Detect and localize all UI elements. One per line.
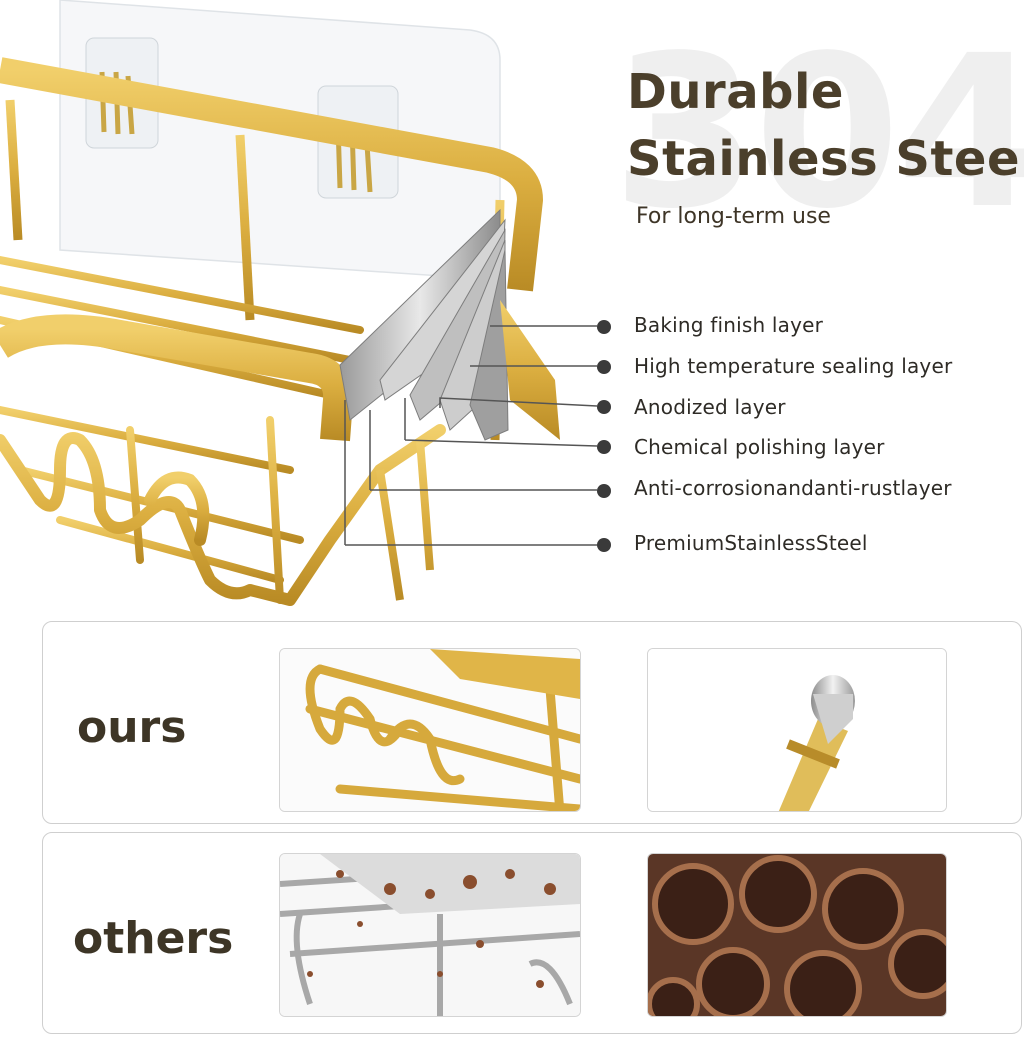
layer-label-anodized: Anodized layer (634, 395, 786, 419)
bullet-dot (597, 360, 611, 374)
back-rail (0, 57, 543, 292)
layer-label-premium-steel: PremiumStainlessSteel (634, 531, 868, 555)
ours-tube-closeup (647, 648, 947, 812)
label-others: others (73, 913, 234, 964)
layer-label-high-temp-sealing: High temperature sealing layer (634, 354, 953, 378)
heading-line-1: Durable (627, 64, 844, 120)
rusty-pipes-image (648, 854, 946, 1016)
bullet-dot (597, 320, 611, 334)
others-rusty-basket (279, 853, 581, 1017)
layer-label-anti-corrosion: Anti-corrosionandanti-rustlayer (634, 476, 952, 500)
leader-lines (344, 325, 598, 546)
layer-label-baking-finish: Baking finish layer (634, 313, 824, 337)
front-rim (0, 314, 354, 442)
others-rusty-pipes (647, 853, 947, 1017)
bullet-dot (597, 538, 611, 552)
rusty-basket-image (280, 854, 580, 1016)
bullet-dot (597, 440, 611, 454)
gold-tube-image (648, 649, 946, 811)
layer-cutaway (339, 208, 560, 441)
ours-basket-closeup (279, 648, 581, 812)
bullet-dot (597, 400, 611, 414)
subtitle: For long-term use (636, 204, 831, 229)
gold-basket-illustration (0, 0, 598, 606)
heading-line-2: Stainless Steel (627, 131, 1024, 187)
bullet-dot (597, 484, 611, 498)
gold-basket-closeup-image (280, 649, 580, 811)
comparison-panel-others: others (42, 832, 1022, 1034)
comparison-panel-ours: ours (42, 621, 1022, 824)
front-wave-wire (0, 424, 446, 606)
watermark-304: 304 (612, 10, 1024, 255)
label-ours: ours (77, 702, 187, 753)
layer-label-chemical-polishing: Chemical polishing layer (634, 435, 885, 459)
